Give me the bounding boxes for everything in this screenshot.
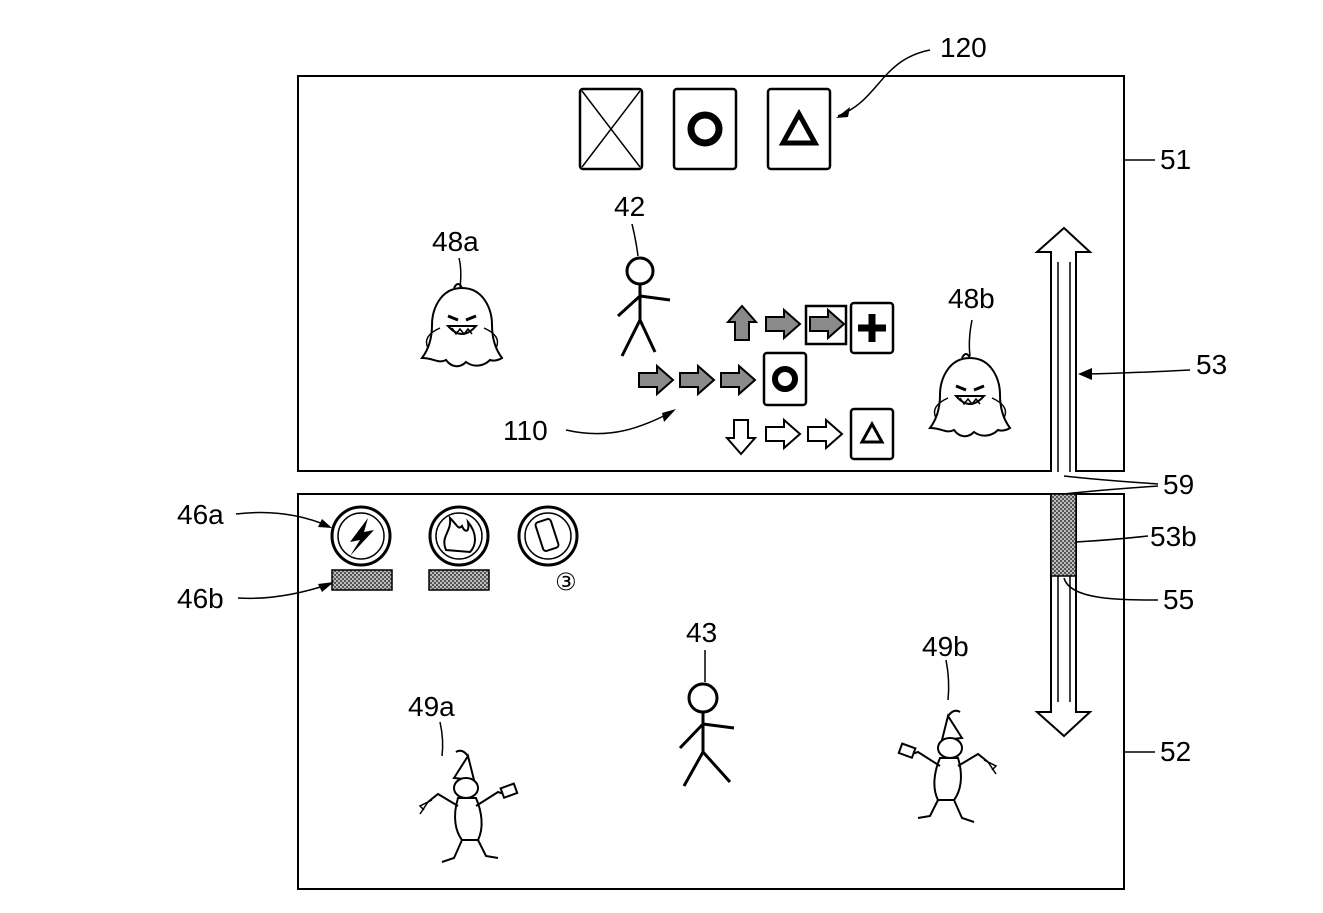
right-arrow bbox=[765, 309, 801, 339]
ghost-enemy-left bbox=[420, 282, 504, 368]
command-result-plus[interactable] bbox=[849, 301, 895, 355]
player-character-upper bbox=[616, 256, 671, 357]
can-item-icon[interactable] bbox=[517, 505, 579, 567]
down-arrow bbox=[726, 419, 756, 455]
upper-screen bbox=[297, 75, 1125, 472]
right-arrow bbox=[765, 419, 801, 449]
label-49b: 49b bbox=[922, 631, 969, 662]
cross-button[interactable] bbox=[578, 87, 644, 171]
right-arrow bbox=[679, 365, 715, 395]
ghost-enemy-right bbox=[928, 352, 1012, 438]
lightning-skill-gauge bbox=[331, 569, 393, 591]
lightning-skill-icon[interactable] bbox=[330, 505, 392, 567]
screen-slider[interactable] bbox=[1034, 226, 1093, 472]
triangle-button[interactable] bbox=[766, 87, 832, 171]
button-row bbox=[578, 87, 832, 171]
circle-button[interactable] bbox=[672, 87, 738, 171]
item-count: ③ bbox=[555, 569, 577, 596]
elf-enemy-right bbox=[897, 709, 997, 823]
label-51: 51 bbox=[1160, 144, 1191, 175]
label-46b: 46b bbox=[177, 583, 224, 614]
command-result-triangle[interactable] bbox=[849, 407, 895, 461]
lower-screen bbox=[297, 493, 1125, 890]
screen-slider-lower[interactable] bbox=[1034, 493, 1093, 738]
skill-icons bbox=[330, 505, 579, 567]
label-43: 43 bbox=[686, 617, 717, 648]
label-52: 52 bbox=[1160, 736, 1191, 767]
right-arrow bbox=[807, 419, 843, 449]
slider-knob[interactable] bbox=[1050, 493, 1077, 577]
label-110: 110 bbox=[503, 415, 548, 446]
label-46a: 46a bbox=[177, 499, 224, 530]
player-character-lower bbox=[678, 682, 735, 787]
label-48b: 48b bbox=[948, 283, 995, 314]
elf-enemy-left bbox=[419, 749, 519, 863]
label-120: 120 bbox=[940, 32, 987, 63]
label-59: 59 bbox=[1163, 469, 1194, 500]
right-arrow bbox=[720, 365, 756, 395]
label-49a: 49a bbox=[408, 691, 455, 722]
fire-skill-gauge bbox=[428, 569, 490, 591]
up-arrow bbox=[727, 305, 757, 341]
leader-120 bbox=[837, 49, 931, 117]
command-result-circle[interactable] bbox=[762, 351, 808, 407]
label-42: 42 bbox=[614, 191, 645, 222]
label-53b: 53b bbox=[1150, 521, 1197, 552]
fire-skill-icon[interactable] bbox=[428, 505, 490, 567]
command-tree bbox=[638, 301, 895, 461]
label-48a: 48a bbox=[432, 226, 479, 257]
label-55: 55 bbox=[1163, 584, 1194, 615]
right-arrow bbox=[638, 365, 674, 395]
label-53: 53 bbox=[1196, 349, 1227, 380]
